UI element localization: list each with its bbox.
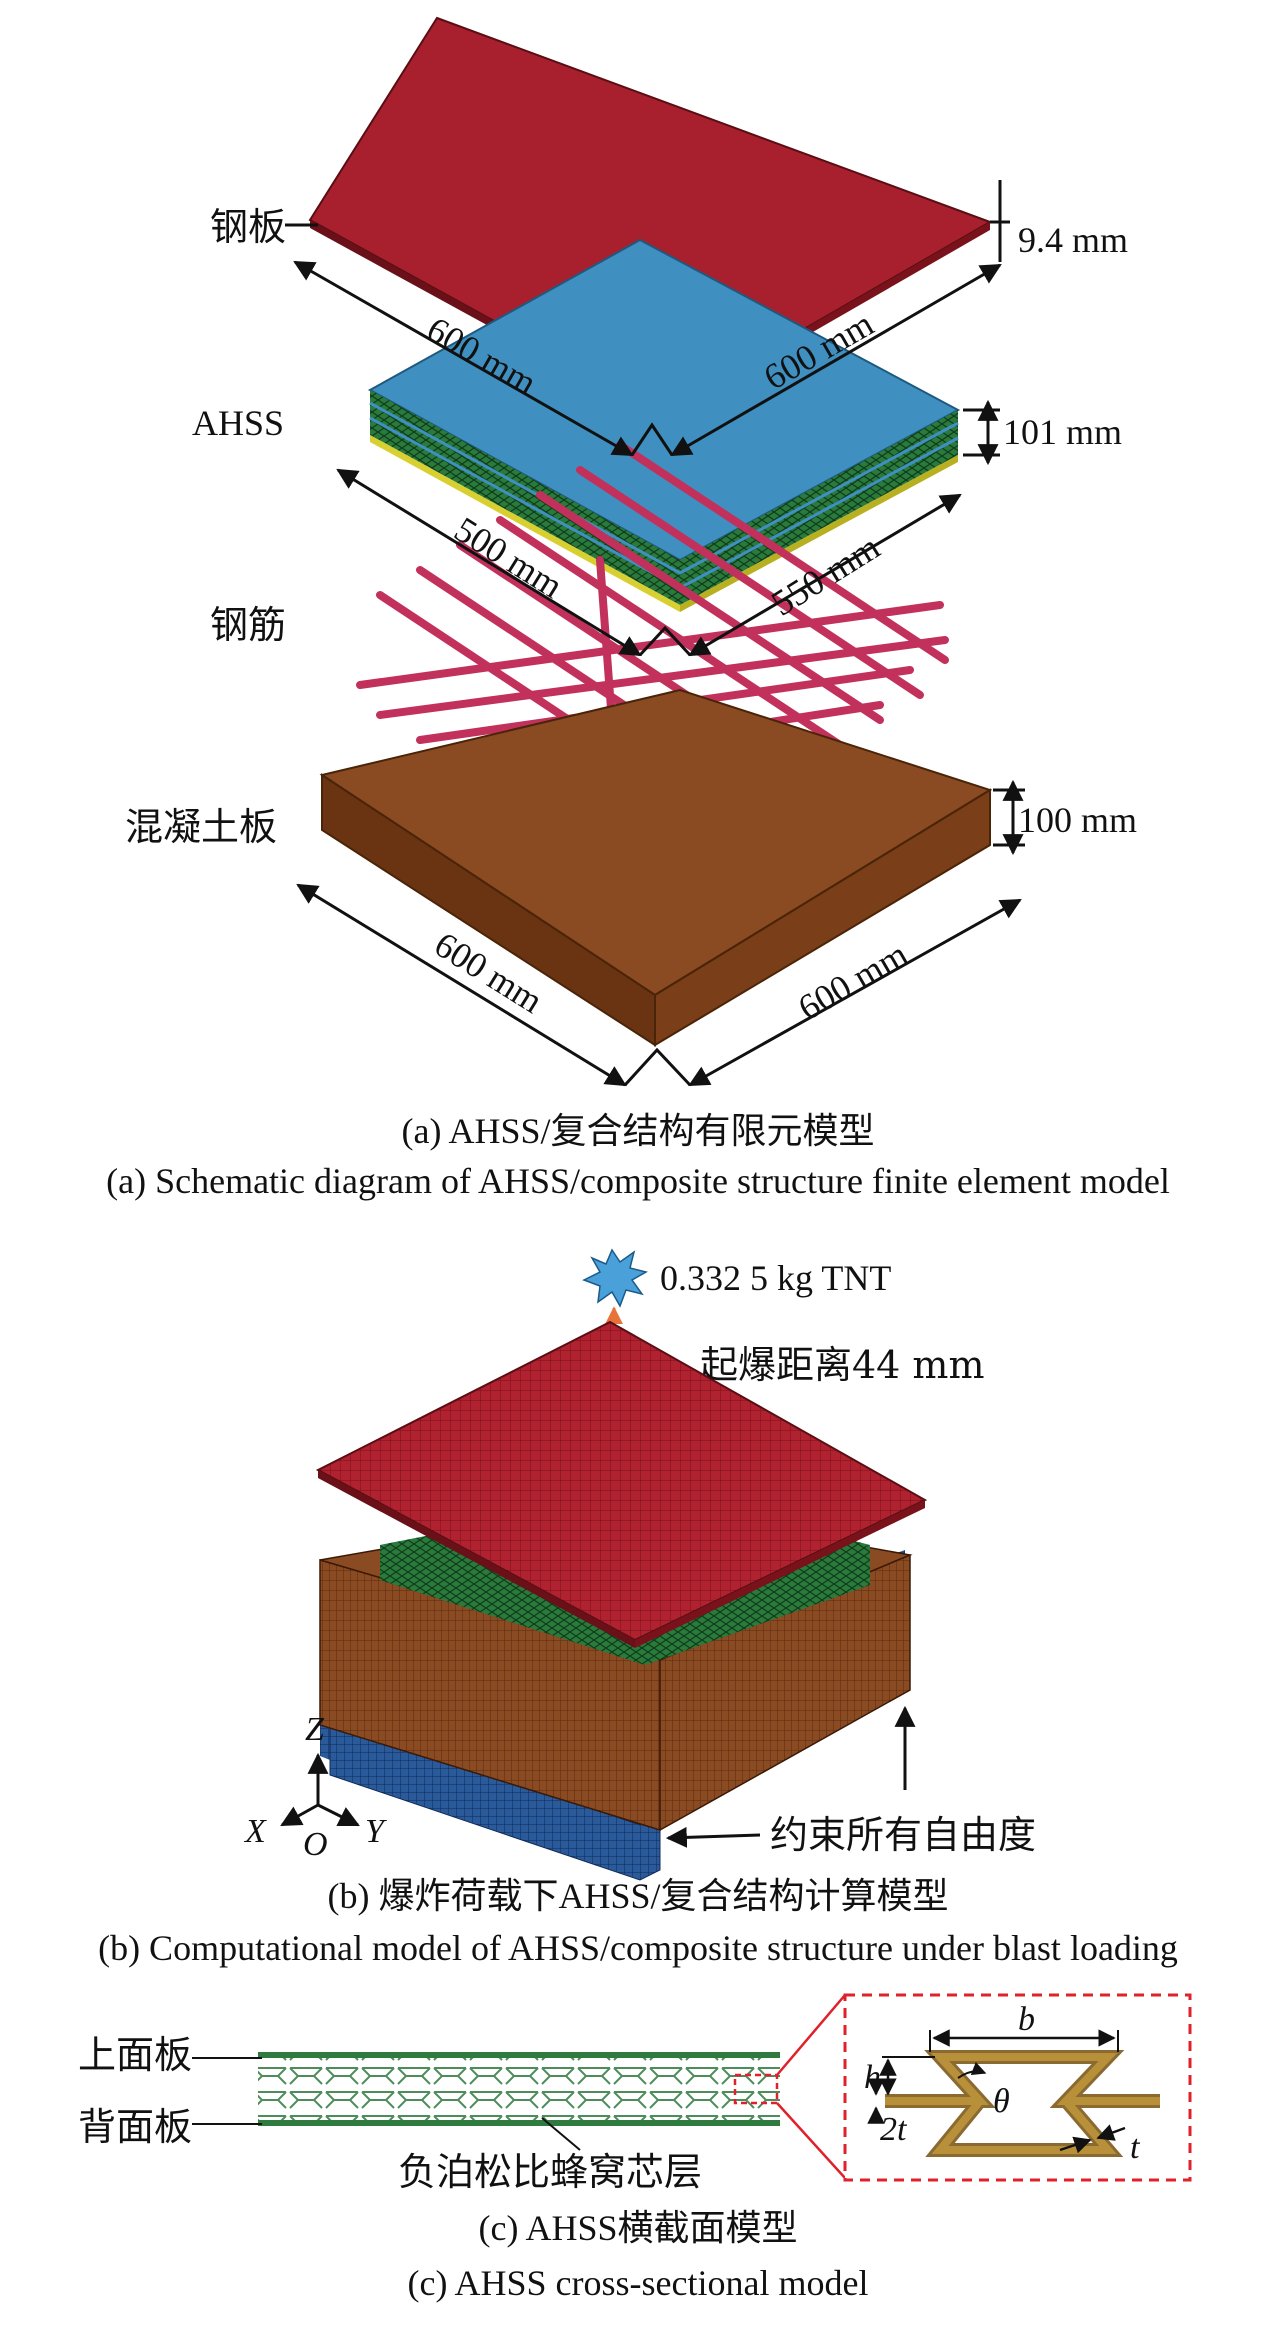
axis-z: Z xyxy=(305,1711,325,1748)
symbol-theta: θ xyxy=(993,2083,1010,2120)
symbol-h: h xyxy=(864,2059,881,2096)
caption-c-cn: (c) AHSS横截面模型 xyxy=(478,2208,797,2248)
explosion-icon xyxy=(582,1248,648,1308)
caption-c-en: (c) AHSS cross-sectional model xyxy=(408,2263,869,2303)
standoff-label: 起爆距离44 mm xyxy=(700,1343,985,1387)
unit-cell xyxy=(885,2050,1160,2157)
dim-concrete-thickness: 100 mm xyxy=(1018,800,1137,840)
label-core: 负泊松比蜂窝芯层 xyxy=(398,2150,702,2194)
axis-triad: Z X Y O xyxy=(243,1711,387,1863)
symbol-2t: 2t xyxy=(880,2111,908,2148)
label-back-face: 背面板 xyxy=(78,2105,192,2149)
label-concrete: 混凝土板 xyxy=(125,805,277,849)
honeycomb-strip xyxy=(258,2052,780,2126)
symbol-t: t xyxy=(1130,2129,1141,2166)
panel-c: 上面板 背面板 负泊松比蜂窝芯层 b h θ 2t xyxy=(78,1993,1192,2303)
constraint-label: 约束所有自由度 xyxy=(770,1813,1036,1857)
dim-ahss-thickness: 101 mm xyxy=(1003,412,1122,452)
axis-origin: O xyxy=(303,1826,328,1863)
label-steel-plate: 钢板 xyxy=(210,205,286,249)
charge-label: 0.332 5 kg TNT xyxy=(660,1258,891,1298)
caption-b-en: (b) Computational model of AHSS/composit… xyxy=(98,1928,1178,1968)
symbol-b: b xyxy=(1018,2001,1035,2038)
caption-a-en: (a) Schematic diagram of AHSS/composite … xyxy=(106,1161,1170,1201)
label-ahss: AHSS xyxy=(192,403,284,443)
label-rebar: 钢筋 xyxy=(210,603,286,647)
label-top-face: 上面板 xyxy=(78,2033,192,2077)
panel-b: 0.332 5 kg TNT 起爆距离44 mm 约束所有自由度 Z X xyxy=(98,1248,1178,1968)
axis-x: X xyxy=(243,1813,267,1850)
caption-b-cn: (b) 爆炸荷载下AHSS/复合结构计算模型 xyxy=(327,1876,948,1916)
caption-a-cn: (a) AHSS/复合结构有限元模型 xyxy=(401,1111,874,1151)
axis-y: Y xyxy=(365,1813,387,1850)
dim-plate-thickness: 9.4 mm xyxy=(1018,220,1128,260)
panel-a: 钢板 AHSS 钢筋 混凝土板 600 mm 600 mm 9.4 mm 101… xyxy=(106,16,1170,1201)
